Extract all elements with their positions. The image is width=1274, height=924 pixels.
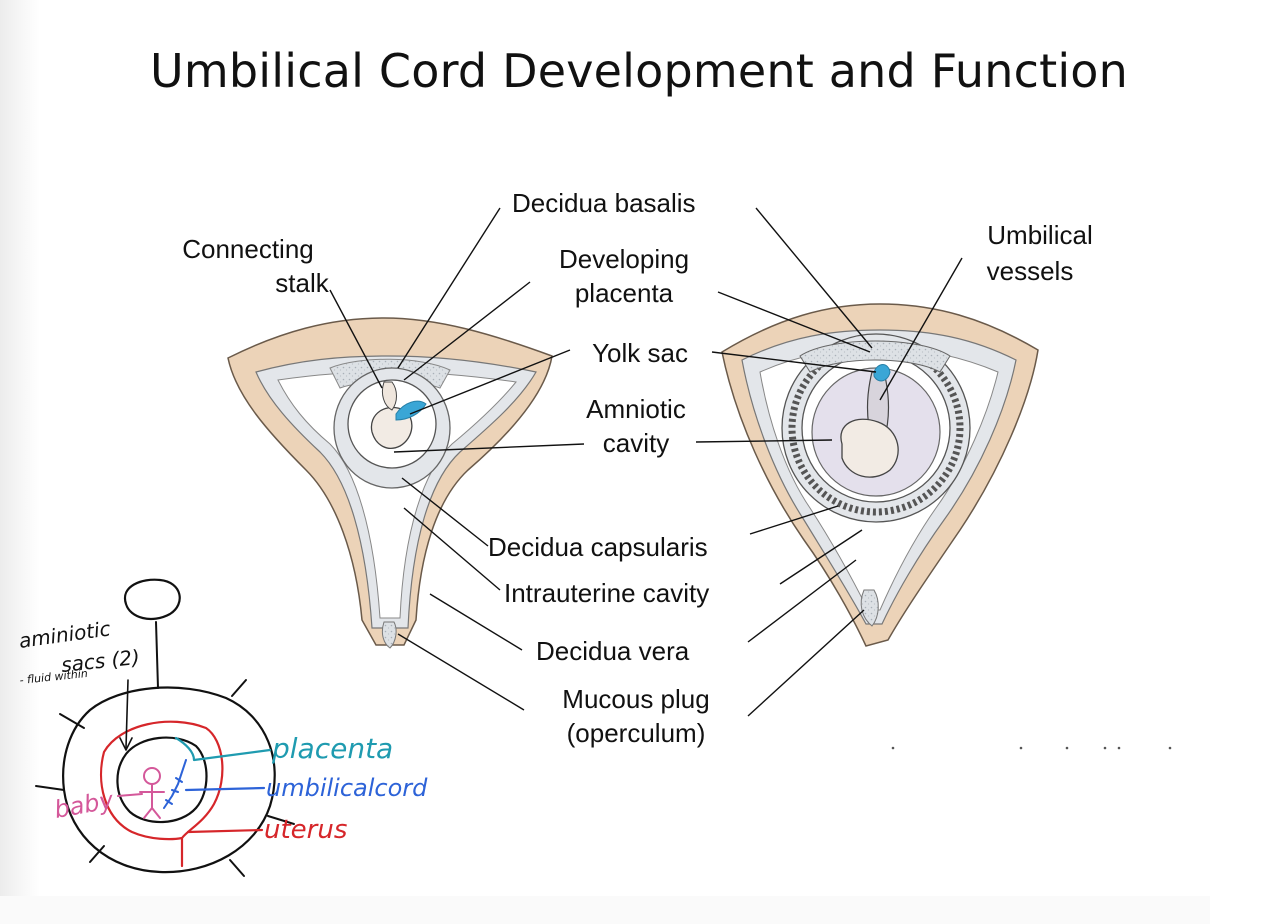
leader-decidua-basalis-right <box>755 207 873 349</box>
label-mucous-plug-line1: Mucous plug <box>562 684 709 714</box>
label-yolk-sac: Yolk sac <box>592 338 688 368</box>
leader-developing-placenta-left <box>403 281 531 381</box>
right-uterus <box>721 303 1039 647</box>
handwritten-notes: aminiotic sacs (2) - fluid within placen… <box>17 616 428 845</box>
note-umbilical-cord: umbilicalcord <box>266 774 428 802</box>
leader-yolk-sac-right <box>711 351 877 373</box>
left-uterus <box>227 317 553 649</box>
leader-decidua-vera-right <box>747 559 857 643</box>
leader-mucous-plug-right <box>747 609 865 717</box>
label-mucous-plug-line2: (operculum) <box>567 718 706 748</box>
leader-lines <box>329 207 963 717</box>
sketch-umbilical-cord <box>163 759 187 809</box>
label-umbilical-vessels-line1: Umbilical <box>987 220 1092 250</box>
sketch-placenta-mark <box>174 736 272 762</box>
sketch-baby-head <box>143 767 161 785</box>
label-umbilical-vessels-line2: vessels <box>987 256 1074 286</box>
right-developing-placenta <box>799 340 951 373</box>
diagram-labels: Decidua basalis Connecting stalk Develop… <box>182 188 1093 748</box>
leader-amniotic-cavity-left <box>393 443 585 453</box>
label-developing-placenta-line2: placenta <box>575 278 674 308</box>
leader-decidua-capsularis-left <box>401 477 489 547</box>
leader-decidua-basalis-left <box>397 207 501 369</box>
leader-mucous-plug-left <box>397 633 525 711</box>
sketch-inner-sac <box>116 736 208 824</box>
slide-title: Umbilical Cord Development and Function <box>150 44 1129 98</box>
right-mucous-plug <box>860 589 879 627</box>
sketch-uterus <box>100 720 224 868</box>
right-embryo <box>840 418 899 478</box>
leader-decidua-capsularis-right <box>749 505 839 535</box>
left-mucous-plug <box>381 621 397 649</box>
sketch-connector-line <box>155 621 159 689</box>
leader-developing-placenta-right <box>717 291 871 353</box>
right-yolk-sac <box>873 364 891 382</box>
leader-intrauterine-cavity-right <box>779 529 863 585</box>
left-yolk-sac <box>395 400 427 421</box>
label-decidua-basalis: Decidua basalis <box>512 188 696 218</box>
note-placenta: placenta <box>271 732 393 765</box>
label-amniotic-cavity-line2: cavity <box>603 428 669 458</box>
left-connecting-stalk-shape <box>381 381 397 411</box>
leader-amniotic-cavity-right <box>695 439 833 443</box>
label-decidua-vera: Decidua vera <box>536 636 690 666</box>
note-uterus: uterus <box>264 815 347 845</box>
handdrawn-sketch <box>35 578 295 877</box>
note-baby: baby <box>52 786 116 824</box>
label-developing-placenta-line1: Developing <box>559 244 689 274</box>
label-decidua-capsularis: Decidua capsularis <box>488 532 708 562</box>
sketch-outer-sac <box>62 686 276 874</box>
leader-connecting-stalk <box>329 289 383 389</box>
label-intrauterine-cavity: Intrauterine cavity <box>504 578 709 608</box>
dotted-marks <box>891 746 1172 750</box>
leader-umbilical-vessels <box>879 257 963 401</box>
note-aminiotic: aminiotic <box>17 616 112 653</box>
leader-decidua-vera-left <box>429 593 523 651</box>
label-connecting-stalk-line2: stalk <box>275 268 329 298</box>
right-chorionic-villi <box>788 340 964 516</box>
leader-intrauterine-cavity-left <box>403 507 501 591</box>
label-connecting-stalk-line1: Connecting <box>182 234 314 264</box>
note-fluid-within: - fluid within <box>19 667 88 687</box>
leader-yolk-sac-left <box>409 349 571 415</box>
slide-bottom-edge <box>0 896 1210 924</box>
label-amniotic-cavity-line1: Amniotic <box>586 394 686 424</box>
sketch-small-oval <box>123 578 181 621</box>
